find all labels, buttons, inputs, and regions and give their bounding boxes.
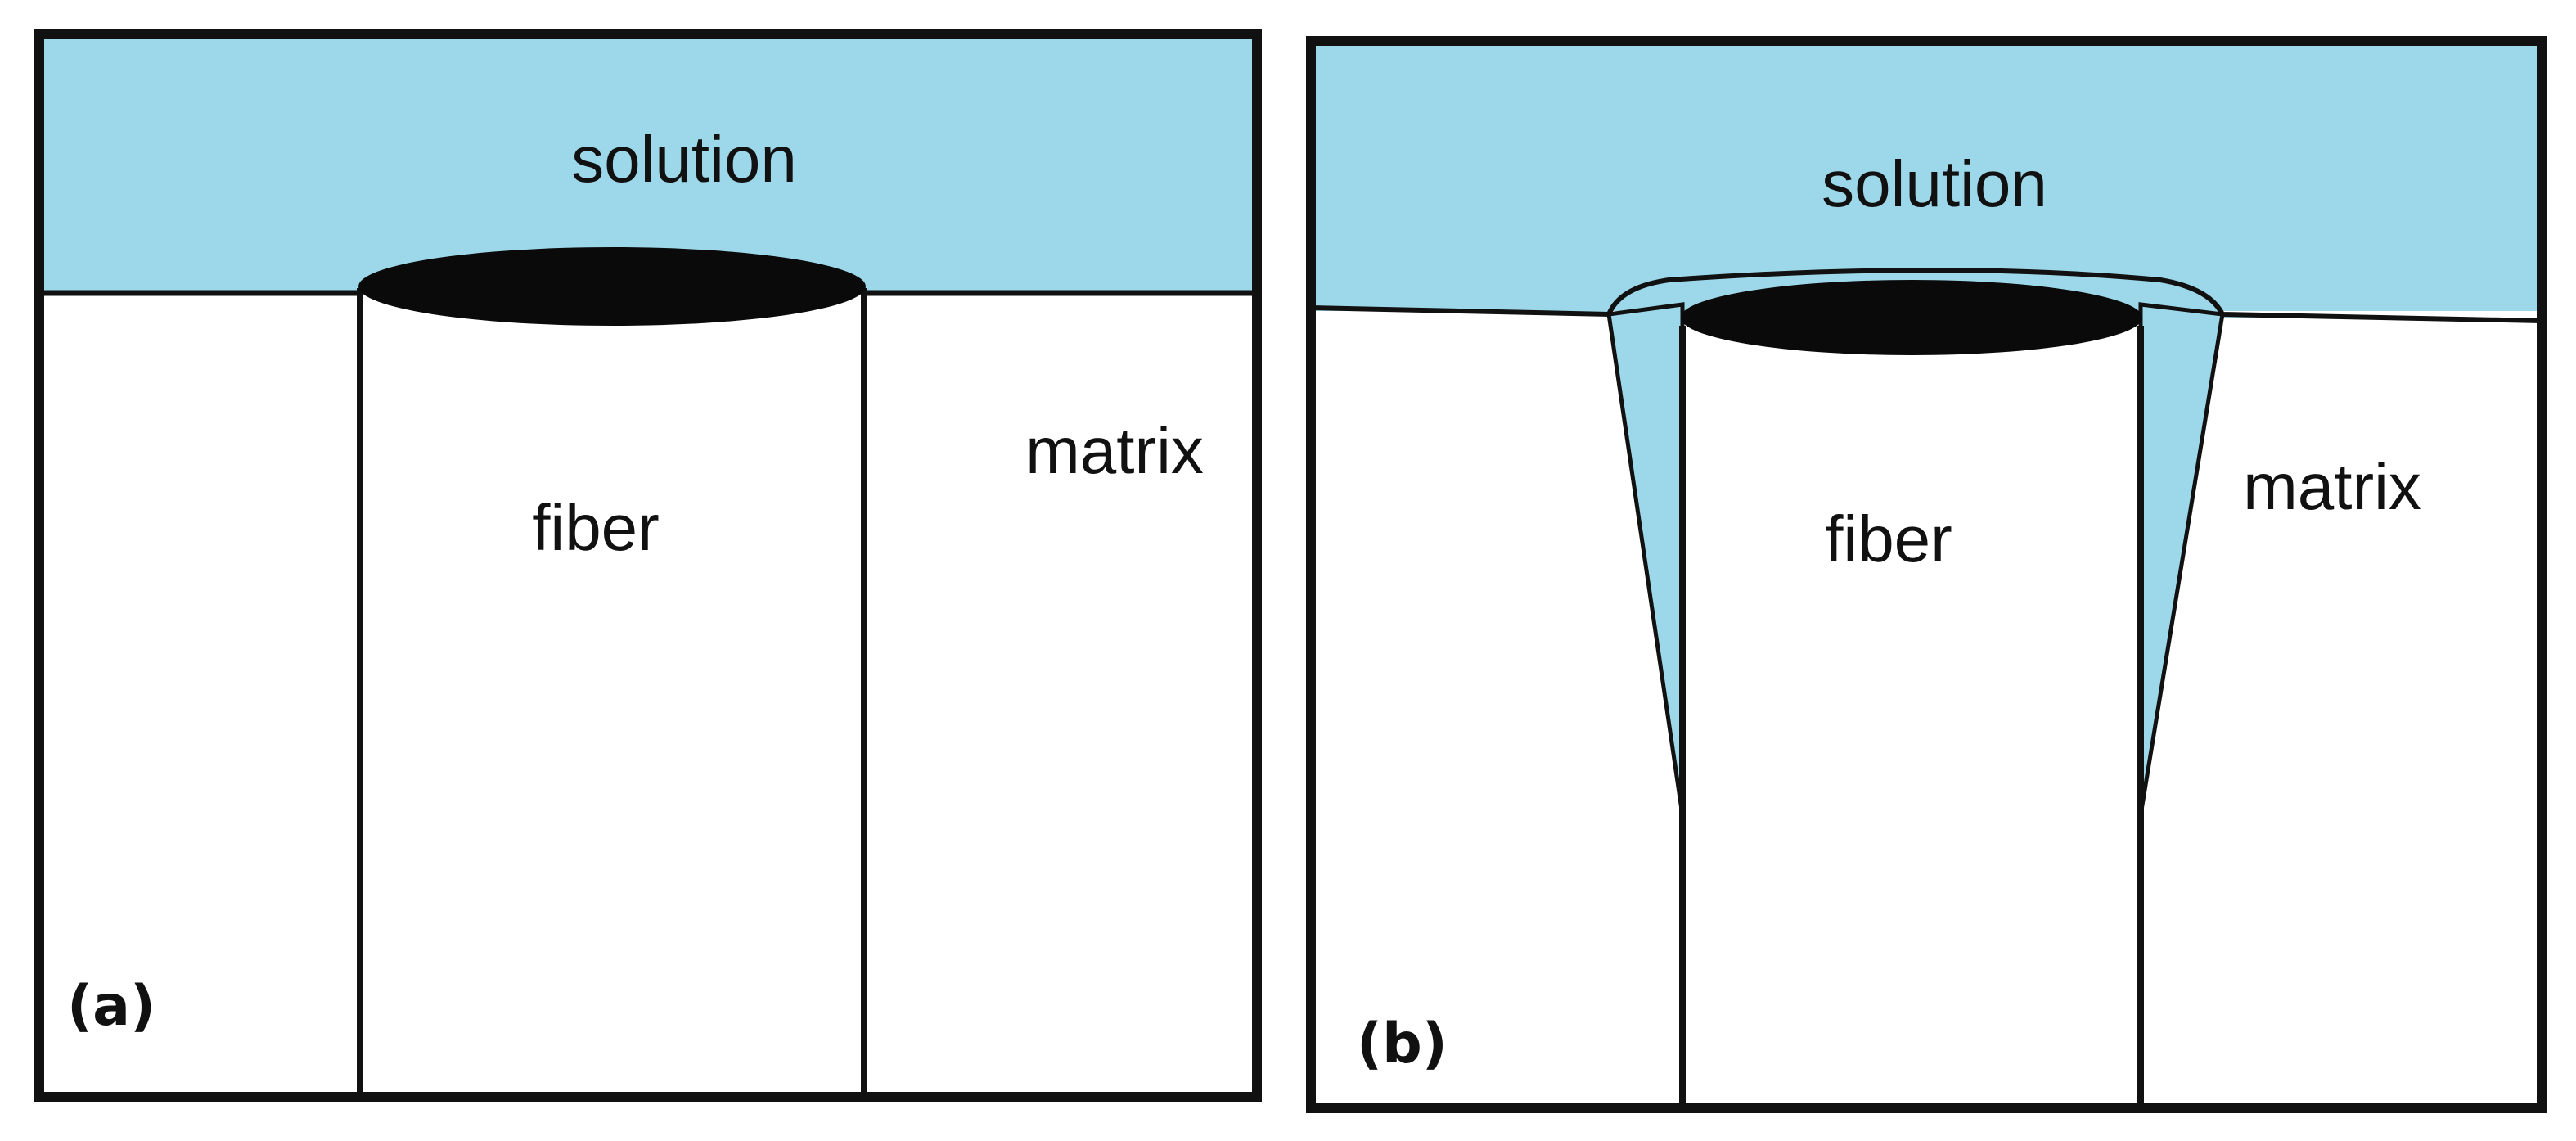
panel-a-fiber-body <box>360 288 864 1097</box>
panel-a-tag: (a) <box>67 974 155 1039</box>
panel-a-matrix-label: matrix <box>1025 414 1204 487</box>
panel-b-tag: (b) <box>1357 1012 1448 1076</box>
panel-b-fiber-label: fiber <box>1825 503 1952 575</box>
panel-b-fiber-end <box>1681 280 2142 355</box>
panel-a: solution fiber matrix (a) <box>34 29 1262 1102</box>
panel-a-frame <box>34 29 1262 1102</box>
panel-b-fiber-body <box>1682 326 2141 1108</box>
panel-a-fiber-end <box>358 247 866 326</box>
panel-b: solution fiber matrix (b) <box>1306 36 2547 1113</box>
panel-b-matrix-label: matrix <box>2243 450 2421 523</box>
panel-b-solution-label: solution <box>1822 147 2047 220</box>
panel-a-solution-label: solution <box>571 123 797 196</box>
panel-b-frame <box>1306 36 2547 1113</box>
panel-a-fiber-label: fiber <box>532 491 660 564</box>
panel-b-solution-layer <box>1311 41 2542 311</box>
